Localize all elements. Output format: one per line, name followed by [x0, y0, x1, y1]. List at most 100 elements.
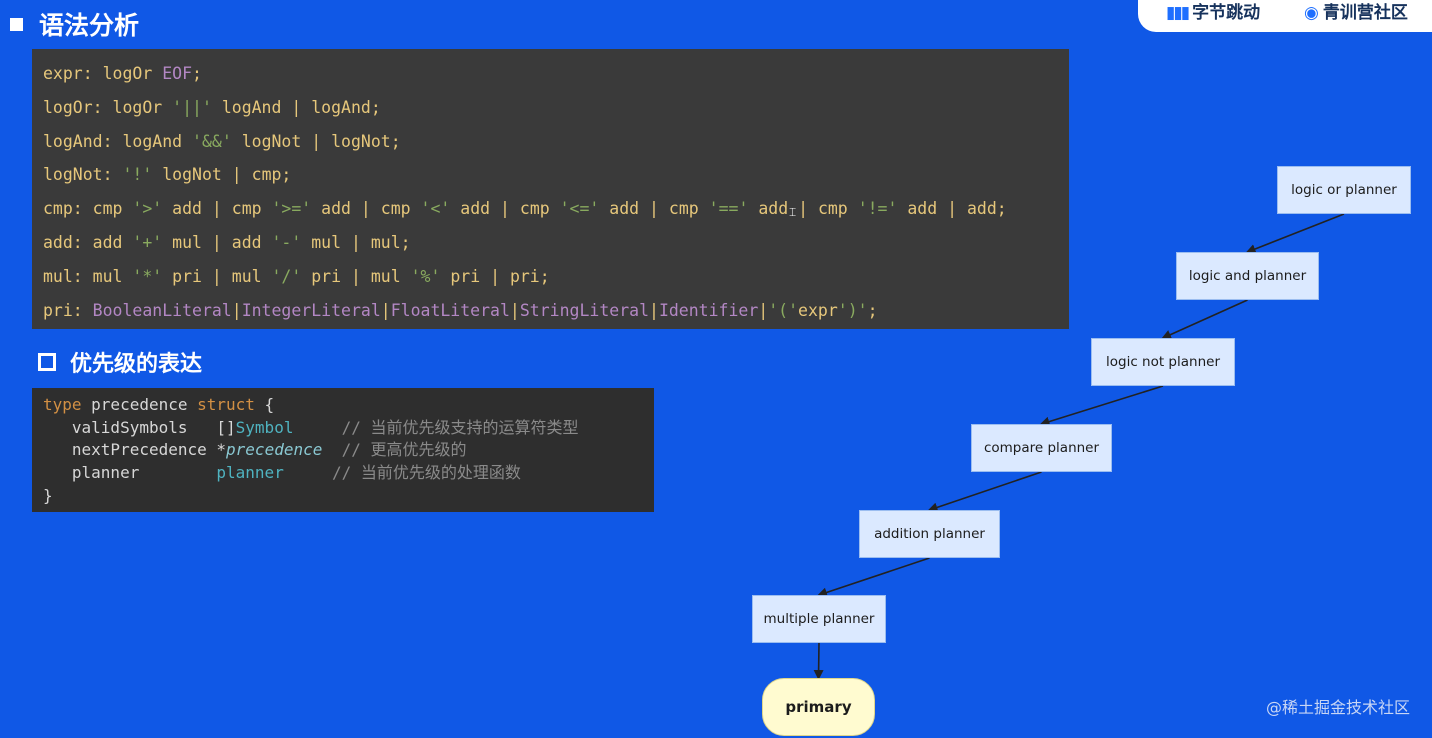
code-token: validSymbols []: [43, 417, 236, 437]
watermark: @稀土掘金技术社区: [1265, 698, 1410, 717]
node-compare-planner: compare planner: [971, 424, 1112, 472]
node-logic-not-planner: logic not planner: [1091, 338, 1235, 386]
code-token: add | cmp: [162, 199, 272, 219]
hollow-square-bullet-icon: [38, 353, 56, 371]
code-token: StringLiteral: [519, 300, 649, 320]
code-token: planner: [216, 463, 284, 483]
code-token: EOF: [162, 64, 193, 83]
code-token: pri:: [43, 300, 93, 320]
code-token: '*': [132, 266, 163, 286]
code-token: '<=': [559, 199, 600, 219]
code-token: Symbol: [235, 417, 294, 437]
code-token: '%': [410, 266, 441, 286]
bytedance-logo: ▮▮▮字节跳动: [1166, 3, 1261, 23]
struct-code-block: type precedence struct { validSymbols []…: [32, 388, 654, 512]
code-token: ;: [192, 64, 202, 83]
struct-code-line: nextPrecedence *precedence // 更高优先级的: [43, 439, 654, 462]
flow-arrow: [817, 557, 930, 598]
code-token: |: [758, 300, 769, 320]
code-token: '||': [172, 97, 212, 117]
code-token: add: add: [43, 232, 133, 252]
node-addition-planner: addition planner: [859, 510, 1000, 558]
code-token: mul | mul;: [301, 232, 411, 252]
node-primary: primary: [762, 678, 875, 736]
code-token: add | cmp: [311, 199, 421, 219]
flow-arrow: [813, 642, 824, 680]
qingxunying-logo: ◉青训营社区: [1304, 3, 1408, 23]
code-token: '<': [420, 199, 451, 219]
code-token: Identifier: [658, 300, 759, 320]
grammar-rule-line: pri: BooleanLiteral|IntegerLiteral|Float…: [43, 299, 1069, 333]
section-title-precedence: 优先级的表达: [38, 346, 202, 378]
code-token: '+': [132, 232, 163, 252]
code-token: struct: [197, 395, 255, 414]
grammar-rule-line: logAnd: logAnd '&&' logNot | logNot;: [43, 130, 1069, 164]
struct-code-line: planner planner // 当前优先级的处理函数: [43, 462, 654, 485]
code-token: // 当前优先级的处理函数: [283, 463, 521, 483]
filled-square-bullet-icon: [10, 17, 23, 31]
code-token: add | add;: [897, 199, 1007, 219]
grammar-code-block: expr: logOr EOF;logOr: logOr '||' logAnd…: [32, 49, 1069, 329]
code-token: '>=': [271, 199, 312, 219]
code-token: mul | add: [162, 232, 272, 252]
code-token: // 更高优先级的: [322, 440, 467, 460]
code-token: pri | mul: [301, 266, 411, 286]
grammar-rule-line: cmp: cmp '>' add | cmp '>=' add | cmp '<…: [43, 197, 1069, 231]
grammar-rule-line: expr: logOr EOF;: [43, 62, 1069, 96]
code-token: '!': [122, 165, 153, 185]
flow-arrow: [1161, 299, 1248, 340]
code-token: ')': [837, 300, 868, 320]
code-token: '/': [271, 266, 302, 286]
code-token: BooleanLiteral: [92, 300, 232, 320]
bytedance-logo-icon: ▮▮▮: [1166, 3, 1190, 23]
section-title-text: 语法分析: [39, 11, 140, 40]
code-token: precedence: [81, 395, 198, 414]
code-token: {: [254, 395, 275, 414]
code-token: nextPrecedence *: [43, 440, 227, 460]
code-token: IntegerLiteral: [241, 300, 381, 320]
code-token: '&&': [192, 131, 232, 151]
node-multiple-planner: multiple planner: [752, 595, 886, 643]
mouse-cursor-icon: ⌶: [789, 205, 797, 219]
section-title-text: 优先级的表达: [70, 352, 203, 377]
code-token: logNot | logNot;: [231, 131, 401, 151]
code-token: ;: [867, 300, 878, 320]
code-token: mul: mul: [43, 266, 133, 286]
grammar-rule-line: logNot: '!' logNot | cmp;: [43, 163, 1069, 197]
code-token: '-': [271, 232, 302, 252]
code-token: }: [43, 485, 53, 505]
node-logic-and-planner: logic and planner: [1176, 252, 1319, 300]
code-token: |: [649, 300, 659, 320]
code-token: expr: [798, 300, 838, 320]
code-token: precedence: [226, 440, 323, 460]
flow-arrow: [927, 471, 1042, 513]
code-token: '>': [132, 199, 163, 219]
grammar-rule-line: add: add '+' mul | add '-' mul | mul;: [43, 231, 1069, 265]
code-token: |: [509, 300, 520, 320]
struct-code-line: validSymbols []Symbol // 当前优先级支持的运算符类型: [43, 417, 654, 440]
code-token: '==': [708, 199, 749, 219]
code-token: expr: logOr: [43, 64, 163, 83]
code-token: |: [231, 300, 242, 320]
code-token: '(': [768, 300, 799, 320]
flow-arrow: [1245, 213, 1345, 254]
flow-arrow: [1039, 385, 1164, 427]
code-token: '!=': [857, 199, 898, 219]
code-token: add | cmp: [599, 199, 709, 219]
struct-code-line: type precedence struct {: [43, 394, 654, 417]
code-token: // 当前优先级支持的运算符类型: [293, 417, 579, 437]
struct-code-line: }: [43, 485, 654, 508]
code-token: |: [380, 300, 391, 320]
code-token: logAnd | logAnd;: [211, 97, 381, 117]
code-token: logOr: logOr: [43, 97, 173, 117]
code-token: logNot:: [43, 165, 123, 185]
section-title-syntax-analysis: 语法分析: [10, 6, 139, 42]
code-token: planner: [43, 463, 217, 483]
grammar-rule-line: logOr: logOr '||' logAnd | logAnd;: [43, 96, 1069, 130]
code-token: cmp: cmp: [43, 199, 133, 219]
qingxunying-logo-icon: ◉: [1304, 3, 1319, 23]
code-token: pri | pri;: [440, 266, 550, 286]
logo-bar: ▮▮▮字节跳动 ◉青训营社区: [1138, 0, 1432, 32]
node-logic-or-planner: logic or planner: [1277, 166, 1411, 214]
code-token: add | cmp: [450, 199, 560, 219]
